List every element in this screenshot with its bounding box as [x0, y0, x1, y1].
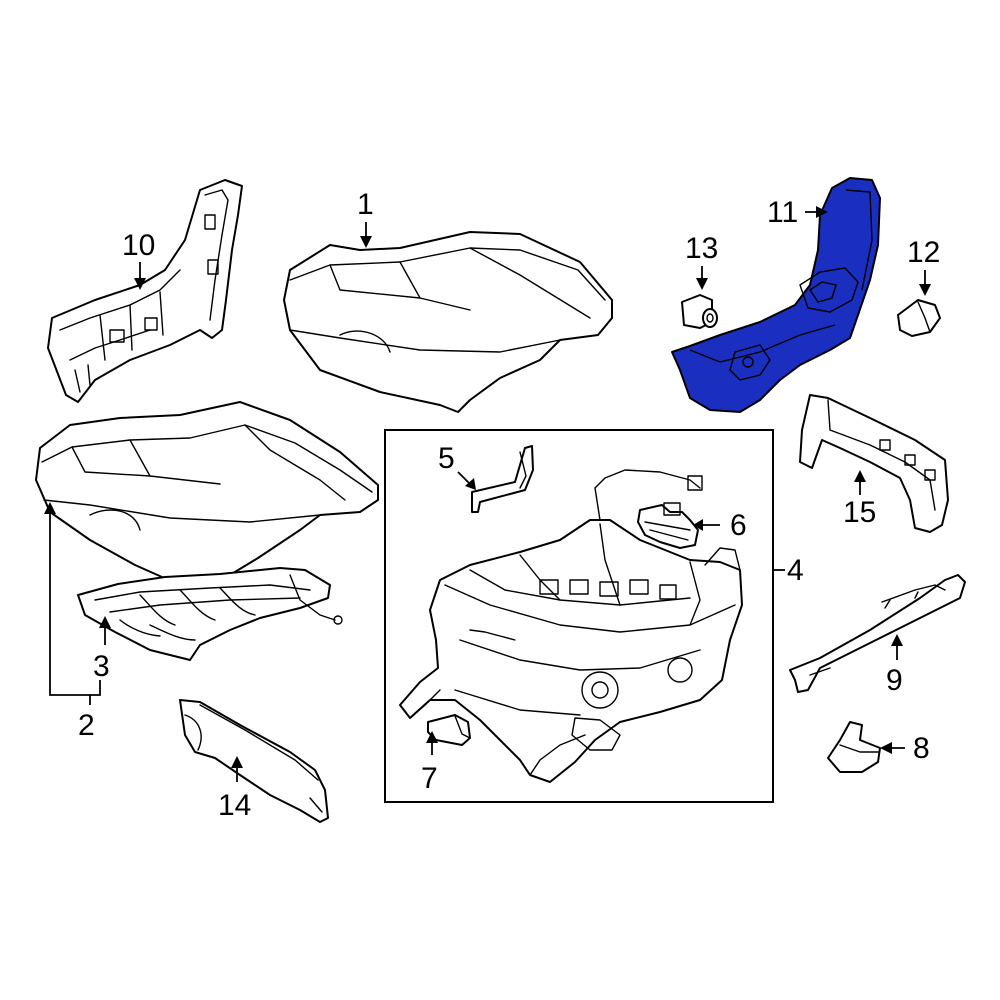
part-3-seat-pan[interactable] [77, 567, 343, 661]
callout-5-label: 5 [438, 442, 455, 475]
part-14-lower-trim[interactable] [179, 699, 329, 823]
part-9-rail-cover[interactable] [789, 574, 966, 693]
callout-14-label: 14 [218, 789, 251, 822]
callout-4: 4 [773, 554, 804, 587]
callout-2: 2 [44, 502, 101, 742]
callout-2-label: 2 [78, 709, 95, 742]
wiring-harness [594, 469, 701, 521]
callout-1-label: 1 [357, 188, 374, 221]
callout-11-label: 11 [767, 196, 798, 229]
part-2-cushion-assembly[interactable] [35, 401, 379, 591]
part-13-knob[interactable] [681, 294, 718, 329]
callout-8: 8 [880, 732, 930, 765]
callout-3: 3 [93, 616, 111, 683]
callout-3-label: 3 [93, 650, 110, 683]
part-1-cushion-pad[interactable] [283, 231, 613, 413]
part-11-side-shield-highlighted[interactable] [671, 177, 881, 413]
callout-10-label: 10 [122, 229, 155, 262]
part-4-frame-box [384, 429, 774, 803]
part-4-seat-frame[interactable] [399, 519, 743, 783]
part-7-cap[interactable] [427, 714, 471, 746]
callout-8-label: 8 [913, 732, 930, 765]
callout-10: 10 [122, 229, 155, 290]
callout-13-label: 13 [685, 232, 718, 265]
callout-6-label: 6 [730, 509, 747, 542]
part-15-inner-trim[interactable] [799, 394, 949, 533]
callout-15: 15 [843, 470, 876, 529]
callout-7: 7 [421, 731, 438, 795]
callout-13: 13 [685, 232, 718, 290]
callout-4-label: 4 [787, 554, 804, 587]
callout-1: 1 [357, 188, 374, 248]
callout-11: 11 [767, 196, 828, 229]
callout-14: 14 [218, 756, 251, 822]
callout-12: 12 [907, 236, 940, 296]
wiring-connector [687, 475, 703, 491]
callout-9-label: 9 [886, 664, 903, 697]
part-8-end-cap[interactable] [827, 721, 881, 773]
callout-5: 5 [438, 442, 476, 490]
callout-7-label: 7 [421, 762, 438, 795]
callout-15-label: 15 [843, 496, 876, 529]
part-5-bracket[interactable] [471, 445, 534, 513]
part-12-clip[interactable] [897, 299, 941, 337]
callout-9: 9 [886, 634, 903, 697]
part-11-shape [671, 177, 881, 413]
callout-12-label: 12 [907, 236, 940, 269]
callout-6: 6 [693, 509, 747, 542]
part-10-back-trim-panel[interactable] [47, 179, 243, 403]
part-6-motor[interactable] [637, 502, 699, 549]
